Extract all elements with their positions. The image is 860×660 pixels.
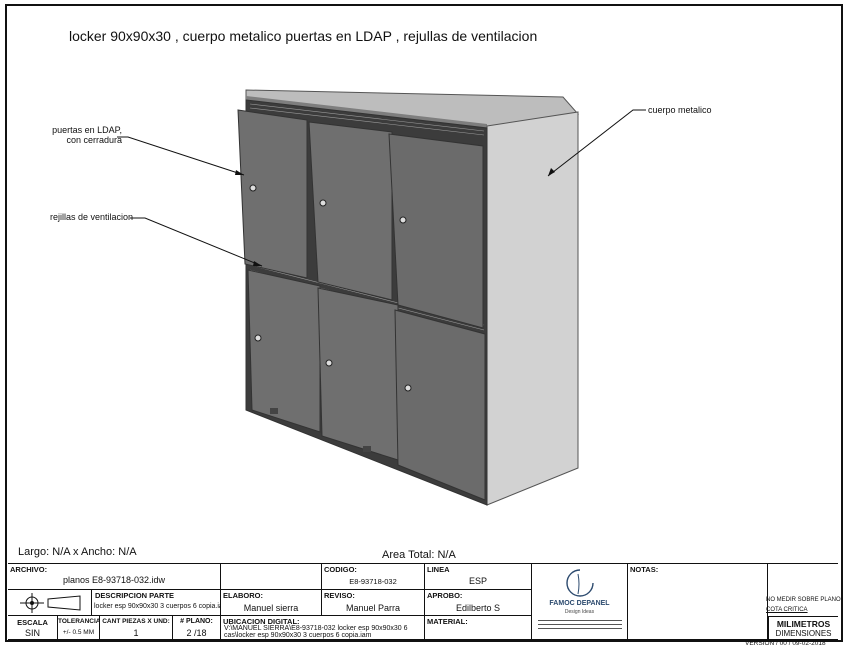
dimensiones-label: DIMENSIONES	[775, 629, 832, 638]
notas-label: NOTAS:	[630, 565, 659, 574]
escala-cell: ESCALA SIN	[8, 616, 58, 640]
notas-cell: NOTAS:	[628, 564, 768, 640]
linea-value: ESP	[468, 576, 487, 586]
reviso-cell: REVISO: Manuel Parra	[322, 590, 425, 616]
version-text: VERSION / 00 / 09-02-2018	[745, 640, 826, 647]
linea-label: LINEA	[427, 565, 450, 574]
material-cell: MATERIAL:	[425, 616, 532, 640]
ubicacion-value-1: V:\MANUEL SIERRA\E8-93718-032 locker esp…	[224, 625, 408, 632]
no-medir-text: NO MEDIR SOBRE PLANO	[766, 597, 841, 603]
drawing-sheet: locker 90x90x30 , cuerpo metalico puerta…	[5, 4, 843, 642]
cant-value: 1	[133, 628, 139, 638]
descripcion-cell: DESCRIPCION PARTE locker esp 90x90x30 3 …	[92, 590, 221, 616]
callout-body: cuerpo metalico	[648, 105, 712, 115]
archivo-label: ARCHIVO:	[10, 565, 48, 574]
codigo-cell: CODIGO: E8-93718-032	[322, 564, 425, 590]
callout-doors: puertas en LDAP, con cerradura	[52, 125, 122, 145]
cant-label: CANT PIEZAS X UND:	[102, 618, 170, 625]
reviso-label: REVISO:	[324, 591, 355, 600]
codigo-label: CODIGO:	[324, 565, 357, 574]
ubicacion-label: UBICACION DIGITAL:	[223, 617, 300, 626]
company-logo-icon	[566, 569, 594, 597]
cant-cell: CANT PIEZAS X UND: 1	[100, 616, 173, 640]
ubicacion-value-2: cas\locker esp 90x90x30 3 cuerpos 6 copi…	[224, 632, 372, 639]
elaboro-value: Manuel sierra	[243, 603, 299, 613]
aprobo-cell: APROBO: Edilberto S	[425, 590, 532, 616]
aprobo-value: Edilberto S	[455, 603, 501, 613]
locker-illustration	[117, 89, 646, 506]
descripcion-label: DESCRIPCION PARTE	[95, 591, 175, 600]
company-tagline: Design Ideas	[564, 609, 595, 615]
cota-critica-text: COTA CRITICA	[766, 607, 808, 613]
escala-label: ESCALA	[17, 618, 48, 627]
linea-cell: LINEA ESP	[425, 564, 532, 590]
aprobo-label: APROBO:	[427, 591, 463, 600]
escala-value: SIN	[24, 628, 40, 638]
tolerancia-label: TOLERANCIA	[58, 618, 100, 625]
plano-cell: # PLANO: 2 /18	[173, 616, 221, 640]
archivo-cell: ARCHIVO: planos E8-93718-032.idw	[8, 564, 221, 590]
archivo-value: planos E8-93718-032.idw	[62, 575, 166, 585]
projection-symbol-icon	[20, 593, 81, 613]
reviso-value: Manuel Parra	[345, 603, 401, 613]
elaboro-cell: ELABORO: Manuel sierra	[221, 590, 322, 616]
callout-doors-line2: con cerradura	[66, 135, 122, 145]
units-value: MILIMETROS	[776, 619, 831, 629]
callout-vents: rejillas de ventilacion	[50, 212, 134, 222]
codigo-value: E8-93718-032	[349, 577, 397, 586]
logo-cell: FAMOC DEPANEL Design Ideas	[532, 564, 628, 640]
units-cell: MILIMETROS DIMENSIONES	[768, 616, 838, 640]
blank-cell	[221, 564, 322, 590]
descripcion-value: locker esp 90x90x30 3 cuerpos 6 copia.ia…	[94, 603, 221, 610]
ubicacion-cell: UBICACION DIGITAL: V:\MANUEL SIERRA\E8-9…	[221, 616, 425, 640]
dimensions-text: Largo: N/A x Ancho: N/A	[18, 546, 137, 558]
plano-label: # PLANO:	[180, 618, 213, 625]
tolerancia-cell: TOLERANCIA +/- 0.5 MM	[58, 616, 100, 640]
projection-symbol-cell	[8, 590, 92, 616]
elaboro-label: ELABORO:	[223, 591, 263, 600]
material-label: MATERIAL:	[427, 617, 468, 626]
company-name: FAMOC DEPANEL	[549, 600, 610, 607]
drawing-title: locker 90x90x30 , cuerpo metalico puerta…	[69, 28, 538, 44]
callout-doors-line1: puertas en LDAP,	[52, 125, 122, 135]
title-block: ARCHIVO: planos E8-93718-032.idw CODIGO:…	[8, 563, 841, 640]
area-text: Area Total: N/A	[382, 549, 456, 561]
plano-value: 2 /18	[186, 628, 207, 638]
tolerancia-value: +/- 0.5 MM	[62, 629, 95, 636]
